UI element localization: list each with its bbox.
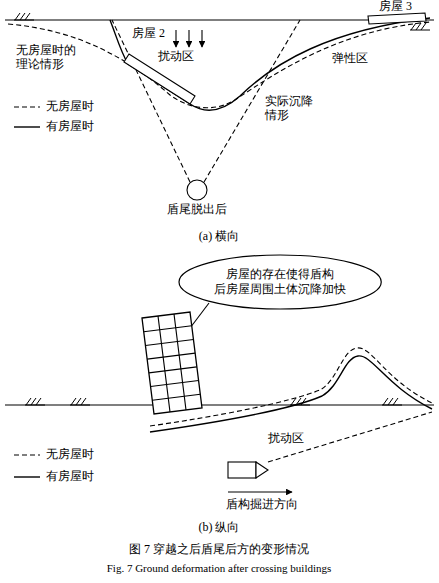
ground-symbol: [410, 23, 430, 30]
legend-text: 有房屋时: [46, 120, 94, 134]
advance-arrow: [228, 491, 292, 492]
shield-nose: [256, 462, 268, 478]
legend-sample: [14, 126, 40, 127]
ground-line: [5, 404, 434, 405]
shield-tail: [187, 180, 207, 200]
annotation: 实际沉降 情形: [265, 95, 320, 123]
legend-text: 有房屋时: [46, 470, 94, 484]
legend-sample: [14, 106, 40, 107]
legend-sample: [14, 454, 40, 455]
ground-symbol: [25, 398, 45, 405]
annotation: 房屋 2: [132, 27, 165, 41]
ground-symbol: [70, 398, 90, 405]
shield-body: [228, 462, 256, 478]
legend-sample: [14, 476, 40, 477]
building: [142, 312, 202, 414]
caption: 图 7 穿越之后盾尾后方的变形情况: [129, 543, 309, 557]
annotation: 房屋 3: [379, 0, 412, 14]
annotation: 无房屋时的 理论情形: [16, 44, 82, 72]
disturbance-boundary: [268, 412, 432, 462]
panel-label: (b) 纵向: [199, 521, 240, 535]
legend-text: 无房屋时: [46, 448, 94, 462]
annotation: 弹性区: [332, 52, 368, 66]
annotation: 扰动区: [158, 50, 194, 64]
theoretical-settlement: [8, 22, 430, 108]
legend-text: 无房屋时: [46, 100, 94, 114]
panel-label: (a) 横向: [199, 230, 239, 244]
load-arrows: [176, 30, 202, 47]
callout-ellipse: 房屋的存在使得盾构 后房屋周围土体沉降加快: [178, 254, 382, 310]
callout-text: 房屋的存在使得盾构 后房屋周围土体沉降加快: [212, 267, 349, 297]
house-3: [368, 13, 426, 24]
ground-symbol: [14, 13, 34, 20]
ground-symbol: [382, 398, 402, 405]
caption-english: Fig. 7 Ground deformation after crossing…: [107, 562, 332, 575]
annotation: 盾尾脱出后: [167, 203, 227, 217]
annotation: 扰动区: [268, 432, 304, 446]
annotation: 盾构掘进方向: [226, 498, 298, 512]
